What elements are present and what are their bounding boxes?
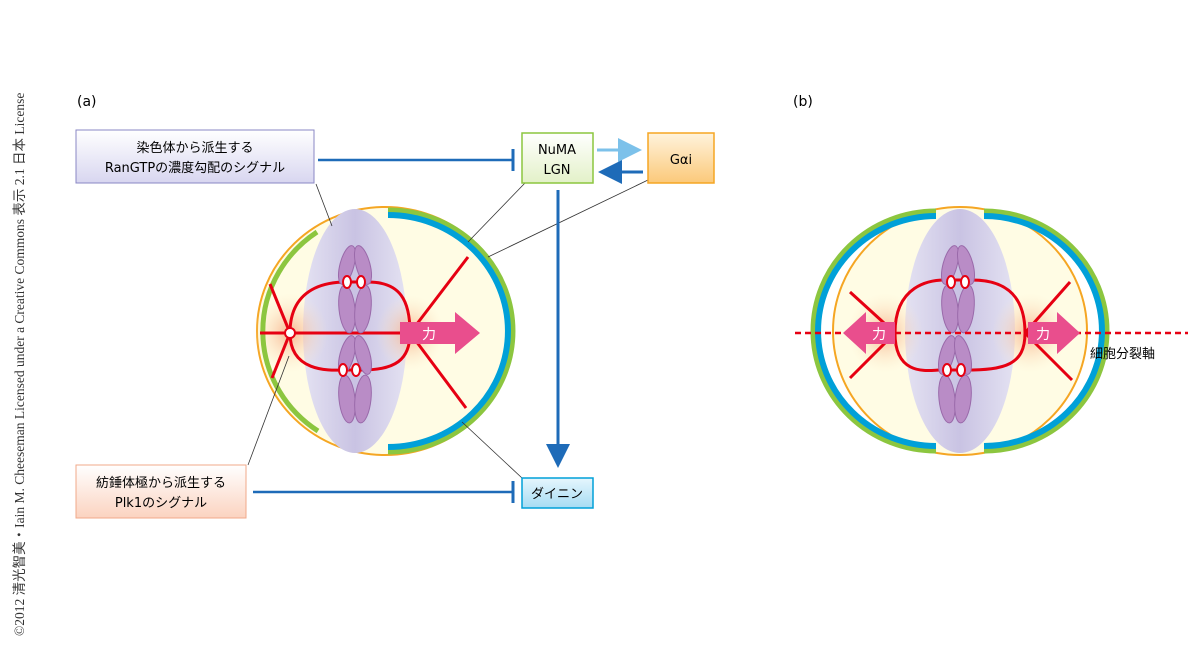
force-label-right: 力 [1036, 327, 1050, 343]
panel-a-label: (a) [77, 94, 97, 110]
svg-text:NuMA: NuMA [538, 143, 576, 158]
cortex-blue-left [815, 213, 937, 449]
force-arrow [400, 312, 480, 354]
signal-arrows [253, 138, 643, 503]
svg-text:RanGTPの濃度勾配のシグナル: RanGTPの濃度勾配のシグナル [105, 160, 285, 176]
galpha-i-box: Gαi [647, 132, 715, 184]
force-arrow-left [843, 312, 895, 354]
cortex-blue-right [387, 212, 511, 450]
leader-lines [247, 179, 649, 479]
cortex-blue-right [983, 213, 1105, 449]
cell-a: 力 [252, 206, 516, 456]
svg-text:ダイニン: ダイニン [531, 487, 583, 502]
force-label: 力 [422, 327, 436, 343]
svg-text:Plk1のシグナル: Plk1のシグナル [115, 496, 207, 511]
division-axis-label: 細胞分裂軸 [1090, 347, 1155, 362]
force-arrow-right [1028, 312, 1080, 354]
spindle-pole [284, 327, 296, 339]
cell-b: 力 力 [795, 206, 1188, 456]
numa-lgn-box: NuMA LGN [521, 132, 594, 184]
svg-text:Gαi: Gαi [670, 153, 692, 168]
spindle-region [303, 209, 407, 453]
svg-text:紡錘体極から派生する: 紡錘体極から派生する [96, 475, 226, 491]
dynein-box: ダイニン [521, 477, 594, 509]
spindle-microtubules [260, 256, 470, 409]
panel-b-label: (b) [793, 94, 813, 110]
svg-text:染色体から派生する: 染色体から派生する [136, 140, 253, 156]
plk1-signal-box: 紡錘体極から派生する Plk1のシグナル [75, 464, 247, 519]
ran-signal-box: 染色体から派生する RanGTPの濃度勾配のシグナル [75, 129, 315, 184]
svg-text:LGN: LGN [543, 163, 570, 178]
force-label-left: 力 [872, 327, 886, 343]
